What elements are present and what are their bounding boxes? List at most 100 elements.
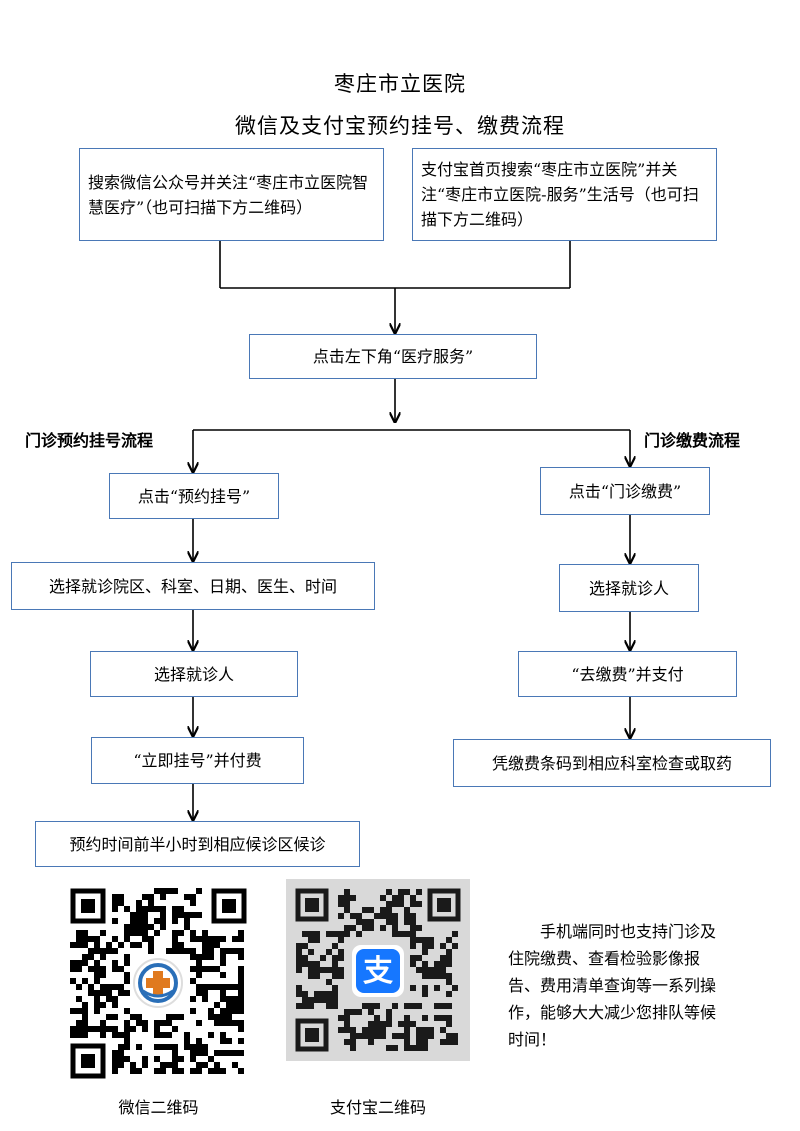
qr-module <box>410 985 416 991</box>
qr-module <box>136 912 142 918</box>
qr-module <box>190 936 196 942</box>
qr-module <box>160 918 166 924</box>
qr-module <box>392 919 398 925</box>
qr-module <box>422 1045 428 1051</box>
qr-module <box>362 919 368 925</box>
qr-module <box>368 1003 374 1009</box>
qr-module <box>374 1003 380 1009</box>
qr-module <box>190 1056 196 1062</box>
qr-module <box>112 960 118 966</box>
qr-module <box>70 966 76 972</box>
qr-module <box>332 943 338 949</box>
qr-module <box>226 1014 232 1020</box>
qr-module <box>196 1068 202 1074</box>
qr-module <box>214 1002 220 1008</box>
select-patient-right-text: 选择就诊人 <box>588 578 669 598</box>
qr-module <box>302 943 308 949</box>
qr-module <box>124 924 130 930</box>
qr-module <box>392 901 398 907</box>
qr-module <box>208 1008 214 1014</box>
qr-module <box>404 1015 410 1021</box>
qr-module <box>368 919 374 925</box>
qr-module <box>208 948 214 954</box>
qr-module <box>350 1027 356 1033</box>
qr-module <box>238 1002 244 1008</box>
qr-module <box>178 912 184 918</box>
qr-module <box>190 912 196 918</box>
qr-module <box>344 1039 350 1045</box>
qr-module <box>184 1038 190 1044</box>
qr-module <box>302 931 308 937</box>
qr-module <box>362 1033 368 1039</box>
qr-module <box>428 1033 434 1039</box>
qr-module <box>238 966 244 972</box>
qr-module <box>308 1003 314 1009</box>
qr-module <box>112 894 118 900</box>
qr-module <box>184 918 190 924</box>
qr-module <box>76 1026 82 1032</box>
qr-module <box>238 1068 244 1074</box>
qr-module <box>380 895 386 901</box>
qr-module <box>302 1003 308 1009</box>
qr-module <box>112 1032 118 1038</box>
qr-module <box>368 1027 374 1033</box>
qr-module <box>130 1014 136 1020</box>
qr-module <box>70 1026 76 1032</box>
qr-module <box>350 913 356 919</box>
qr-module <box>344 907 350 913</box>
qr-module <box>404 1021 410 1027</box>
qr-module <box>422 1015 428 1021</box>
qr-module <box>124 978 130 984</box>
alipay-follow-text: 支付宝首页搜索“枣庄市立医院”并关注“枣庄市立医院-服务”生活号（也可扫描下方二… <box>421 160 699 229</box>
appointment-flow-label: 门诊预约挂号流程 <box>25 431 154 450</box>
qr-module <box>446 961 452 967</box>
qr-module <box>142 918 148 924</box>
qr-module <box>410 895 416 901</box>
qr-module <box>404 931 410 937</box>
qr-module <box>100 990 106 996</box>
qr-module <box>452 985 458 991</box>
qr-module <box>208 966 214 972</box>
qr-module <box>398 931 404 937</box>
qr-module <box>296 991 302 997</box>
qr-module <box>214 984 220 990</box>
qr-module <box>398 1033 404 1039</box>
qr-module <box>302 961 308 967</box>
qr-module <box>184 948 190 954</box>
qr-module <box>196 984 202 990</box>
qr-module <box>154 1068 160 1074</box>
qr-module <box>302 997 308 1003</box>
qr-module <box>88 936 94 942</box>
qr-module <box>112 1002 118 1008</box>
qr-module <box>94 936 100 942</box>
qr-module <box>386 1021 392 1027</box>
qr-module <box>314 961 320 967</box>
qr-module <box>350 1045 356 1051</box>
qr-module <box>76 930 82 936</box>
qr-module <box>202 1062 208 1068</box>
qr-module <box>410 937 416 943</box>
qr-module <box>76 942 82 948</box>
qr-module <box>410 1045 416 1051</box>
qr-module <box>196 966 202 972</box>
qr-module <box>326 1003 332 1009</box>
qr-module <box>166 888 172 894</box>
qr-module <box>238 978 244 984</box>
qr-module <box>214 1020 220 1026</box>
qr-module <box>124 930 130 936</box>
qr-module <box>118 942 124 948</box>
qr-module <box>446 1039 452 1045</box>
alipay-qr-caption: 支付宝二维码 <box>329 1098 426 1117</box>
qr-module <box>118 1050 124 1056</box>
qr-module <box>70 1032 76 1038</box>
qr-module <box>178 1068 184 1074</box>
qr-module <box>238 936 244 942</box>
qr-module <box>208 936 214 942</box>
qr-module <box>142 1026 148 1032</box>
qr-module <box>368 1039 374 1045</box>
qr-module <box>302 955 308 961</box>
qr-module <box>226 1020 232 1026</box>
qr-module <box>142 912 148 918</box>
qr-module <box>112 936 118 942</box>
qr-module <box>136 930 142 936</box>
